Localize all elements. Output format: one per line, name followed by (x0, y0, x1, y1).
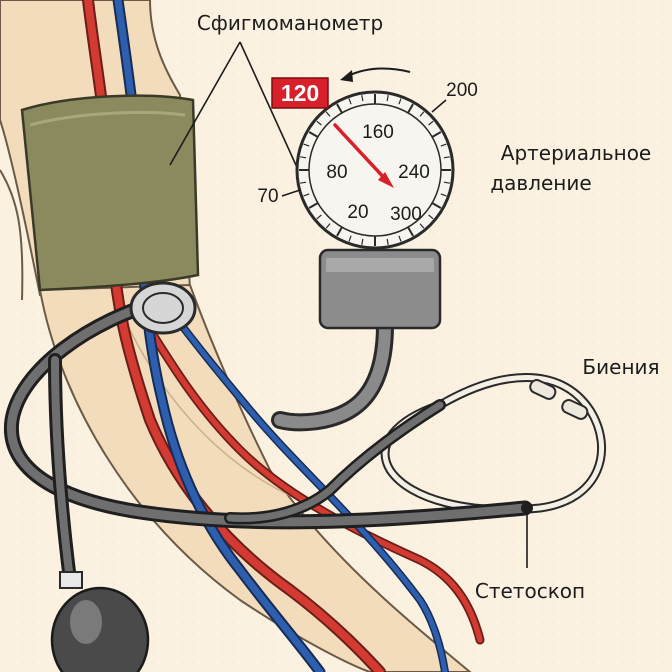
scale-300: 300 (390, 204, 422, 225)
reading-value: 120 (281, 80, 319, 106)
reading-box (271, 77, 329, 109)
stethoscope-chestpiece (129, 281, 197, 335)
inflation-bulb-highlight (70, 600, 102, 644)
shoulder-outline (0, 169, 24, 301)
gauge-tick (303, 143, 310, 147)
gauge-tick (336, 103, 343, 114)
forearm-crease (129, 329, 301, 501)
gauge-tick (431, 202, 442, 209)
gauge-tick (300, 156, 307, 159)
gauge-tick (316, 214, 322, 220)
ear-tip-2 (561, 399, 589, 420)
gauge-tick (407, 226, 414, 237)
scale-200: 200 (446, 80, 478, 101)
sphygmomanometer-leader-1 (169, 41, 241, 166)
gauge-tick (443, 181, 450, 184)
gauge-tick (300, 181, 307, 184)
gauge-tick (361, 95, 364, 102)
gauge-tick (348, 235, 352, 242)
gauge-tube (274, 319, 391, 429)
gauge-tick (398, 98, 402, 105)
label-arterial-pressure-line2: давление (490, 171, 591, 195)
cuff-highlight (29, 110, 186, 127)
gauge-tick (407, 103, 414, 114)
gauge-tick (443, 156, 450, 159)
scale-160: 160 (362, 122, 394, 143)
gauge-needle-tip (378, 172, 394, 188)
artery-branch (147, 327, 483, 643)
gauge-tick (308, 202, 319, 209)
ear-tip-1 (529, 379, 557, 400)
scale-80: 80 (326, 162, 347, 183)
gauge-tick (325, 223, 331, 229)
gauge-ticks (299, 94, 451, 246)
scale-240: 240 (398, 162, 430, 183)
sphygmomanometer-leader-2 (239, 41, 306, 186)
stethoscope-branch (226, 401, 444, 522)
gauge-tick (440, 193, 447, 197)
gauge-tick (386, 95, 389, 102)
gauge-tick (419, 223, 425, 229)
gauge-tick (419, 111, 425, 117)
stethoscope-binaural (382, 375, 605, 513)
scale-200-leader (431, 99, 447, 113)
gauge-tick (398, 235, 402, 242)
gauge-tick (316, 120, 322, 126)
gauge-tick (361, 238, 364, 245)
rotation-arrow (347, 67, 411, 77)
forearm (38, 283, 472, 672)
gauge-tick (428, 120, 434, 126)
gauge-tick (348, 98, 352, 105)
bulb-tube (51, 356, 74, 584)
gauge-tick (386, 238, 389, 245)
label-sphygmomanometer: Сфигмоманометр (197, 11, 383, 35)
gauge-needle (333, 123, 390, 184)
gauge-base-highlight (326, 258, 434, 272)
gauge-tick (440, 143, 447, 147)
cuff (20, 94, 200, 292)
rotation-arrow-head (340, 70, 353, 82)
gauge-tick (336, 226, 343, 237)
label-arterial-pressure-line1: Артериальное (501, 141, 651, 165)
stethoscope-joint (521, 502, 533, 514)
label-beats: Биения (582, 355, 659, 379)
gauge-tick (325, 111, 331, 117)
chestpiece-diaphragm (142, 292, 184, 324)
vein-branch (167, 307, 448, 672)
gauge-tick (303, 193, 310, 197)
gauge-tick (428, 214, 434, 220)
bulb-valve (59, 571, 83, 589)
scale-70: 70 (257, 186, 278, 207)
label-stethoscope: Стетоскоп (475, 579, 585, 603)
gauge-tick (308, 131, 319, 138)
scale-20: 20 (347, 202, 368, 223)
gauge-tick (431, 131, 442, 138)
scale-70-leader (281, 189, 301, 197)
